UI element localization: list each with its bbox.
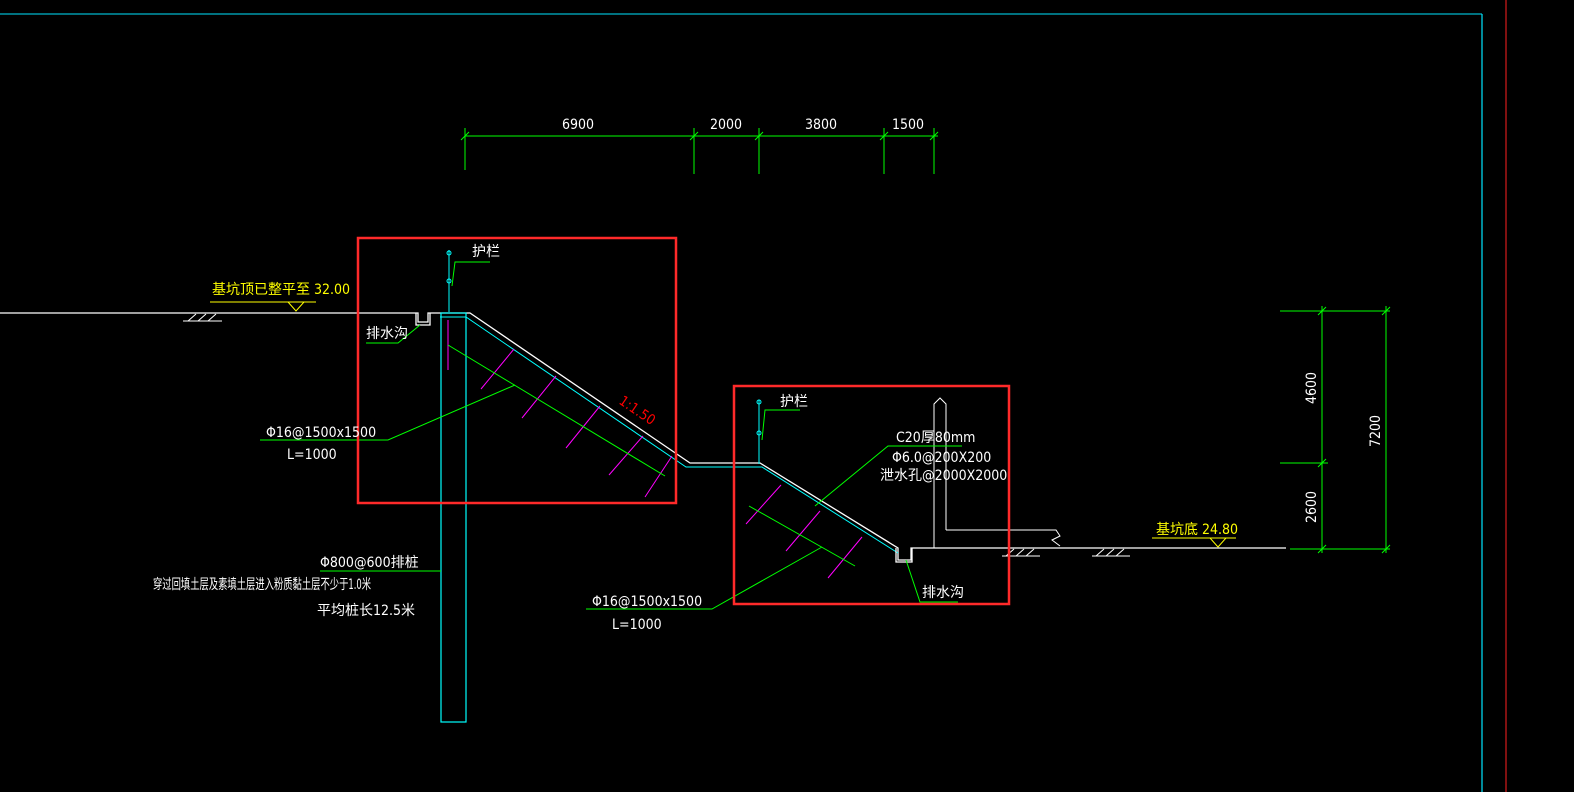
dim-6900: 6900 bbox=[562, 117, 594, 133]
slope-facing-upper bbox=[440, 316, 899, 554]
soil-nails-lower bbox=[745, 484, 863, 579]
break-line bbox=[946, 529, 1061, 547]
dim-1500: 1500 bbox=[892, 117, 924, 133]
nail-spec-1-leader bbox=[260, 384, 516, 441]
nail-spec-2-leader bbox=[586, 546, 823, 610]
pile-length-label: 平均桩长12.5米 bbox=[317, 602, 415, 619]
top-elevation-marker bbox=[210, 301, 316, 312]
dim-2000: 2000 bbox=[710, 117, 742, 133]
pile-note-label: 穿过回填土层及素填土层进入粉质黏土层不少于1.0米 bbox=[153, 577, 371, 593]
dim-3800: 3800 bbox=[805, 117, 837, 133]
ground-symbol-left bbox=[183, 313, 222, 322]
drain-2-leader bbox=[905, 559, 958, 603]
railing-1-label: 护栏 bbox=[472, 244, 500, 260]
drain-1-label: 排水沟 bbox=[366, 326, 408, 342]
ground-symbol-right-2 bbox=[1092, 548, 1130, 557]
facing-spec-leader bbox=[814, 445, 962, 507]
facing-spec-line1: C20厚80mm bbox=[896, 430, 975, 446]
pile-spec-label: Φ800@600排桩 bbox=[320, 554, 419, 571]
highlight-box-upper bbox=[356, 236, 678, 505]
railing-2 bbox=[756, 399, 762, 464]
dimension-right bbox=[1280, 306, 1391, 554]
drain-2-label: 排水沟 bbox=[922, 585, 964, 601]
drain-ditch-2 bbox=[895, 548, 913, 563]
ground-symbol-right-1 bbox=[1002, 548, 1040, 557]
railing-2-leader bbox=[761, 409, 800, 441]
nail-spec-2-line2: L=1000 bbox=[612, 617, 662, 633]
drain-1-leader bbox=[366, 324, 421, 344]
dim-4600: 4600 bbox=[1304, 372, 1320, 404]
dim-7200: 7200 bbox=[1368, 415, 1384, 447]
bottom-elevation-marker bbox=[1152, 537, 1236, 548]
facing-spec-line2: Φ6.0@200X200 bbox=[892, 450, 991, 466]
dim-2600: 2600 bbox=[1304, 491, 1320, 523]
railing-2-label: 护栏 bbox=[780, 394, 808, 410]
nail-spec-2-line1: Φ16@1500x1500 bbox=[592, 594, 702, 610]
drain-ditch-1 bbox=[415, 313, 431, 326]
highlight-box-lower bbox=[732, 384, 1011, 606]
ground-profile bbox=[0, 312, 1286, 561]
nail-bond-line-upper bbox=[447, 344, 666, 477]
nail-bond-line-lower bbox=[748, 505, 856, 567]
top-elevation-label: 基坑顶已整平至 32.00 bbox=[212, 281, 350, 298]
dimension-top bbox=[460, 128, 939, 174]
railing-1 bbox=[446, 250, 452, 312]
nail-spec-1-line2: L=1000 bbox=[287, 447, 337, 463]
bottom-elevation-label: 基坑底 24.80 bbox=[1156, 521, 1238, 538]
pile bbox=[440, 312, 467, 723]
facing-spec-line3: 泄水孔@2000X2000 bbox=[880, 468, 1007, 484]
nail-spec-1-line1: Φ16@1500x1500 bbox=[266, 425, 376, 441]
soil-nails-upper bbox=[447, 320, 673, 498]
railing-1-leader bbox=[451, 261, 490, 287]
